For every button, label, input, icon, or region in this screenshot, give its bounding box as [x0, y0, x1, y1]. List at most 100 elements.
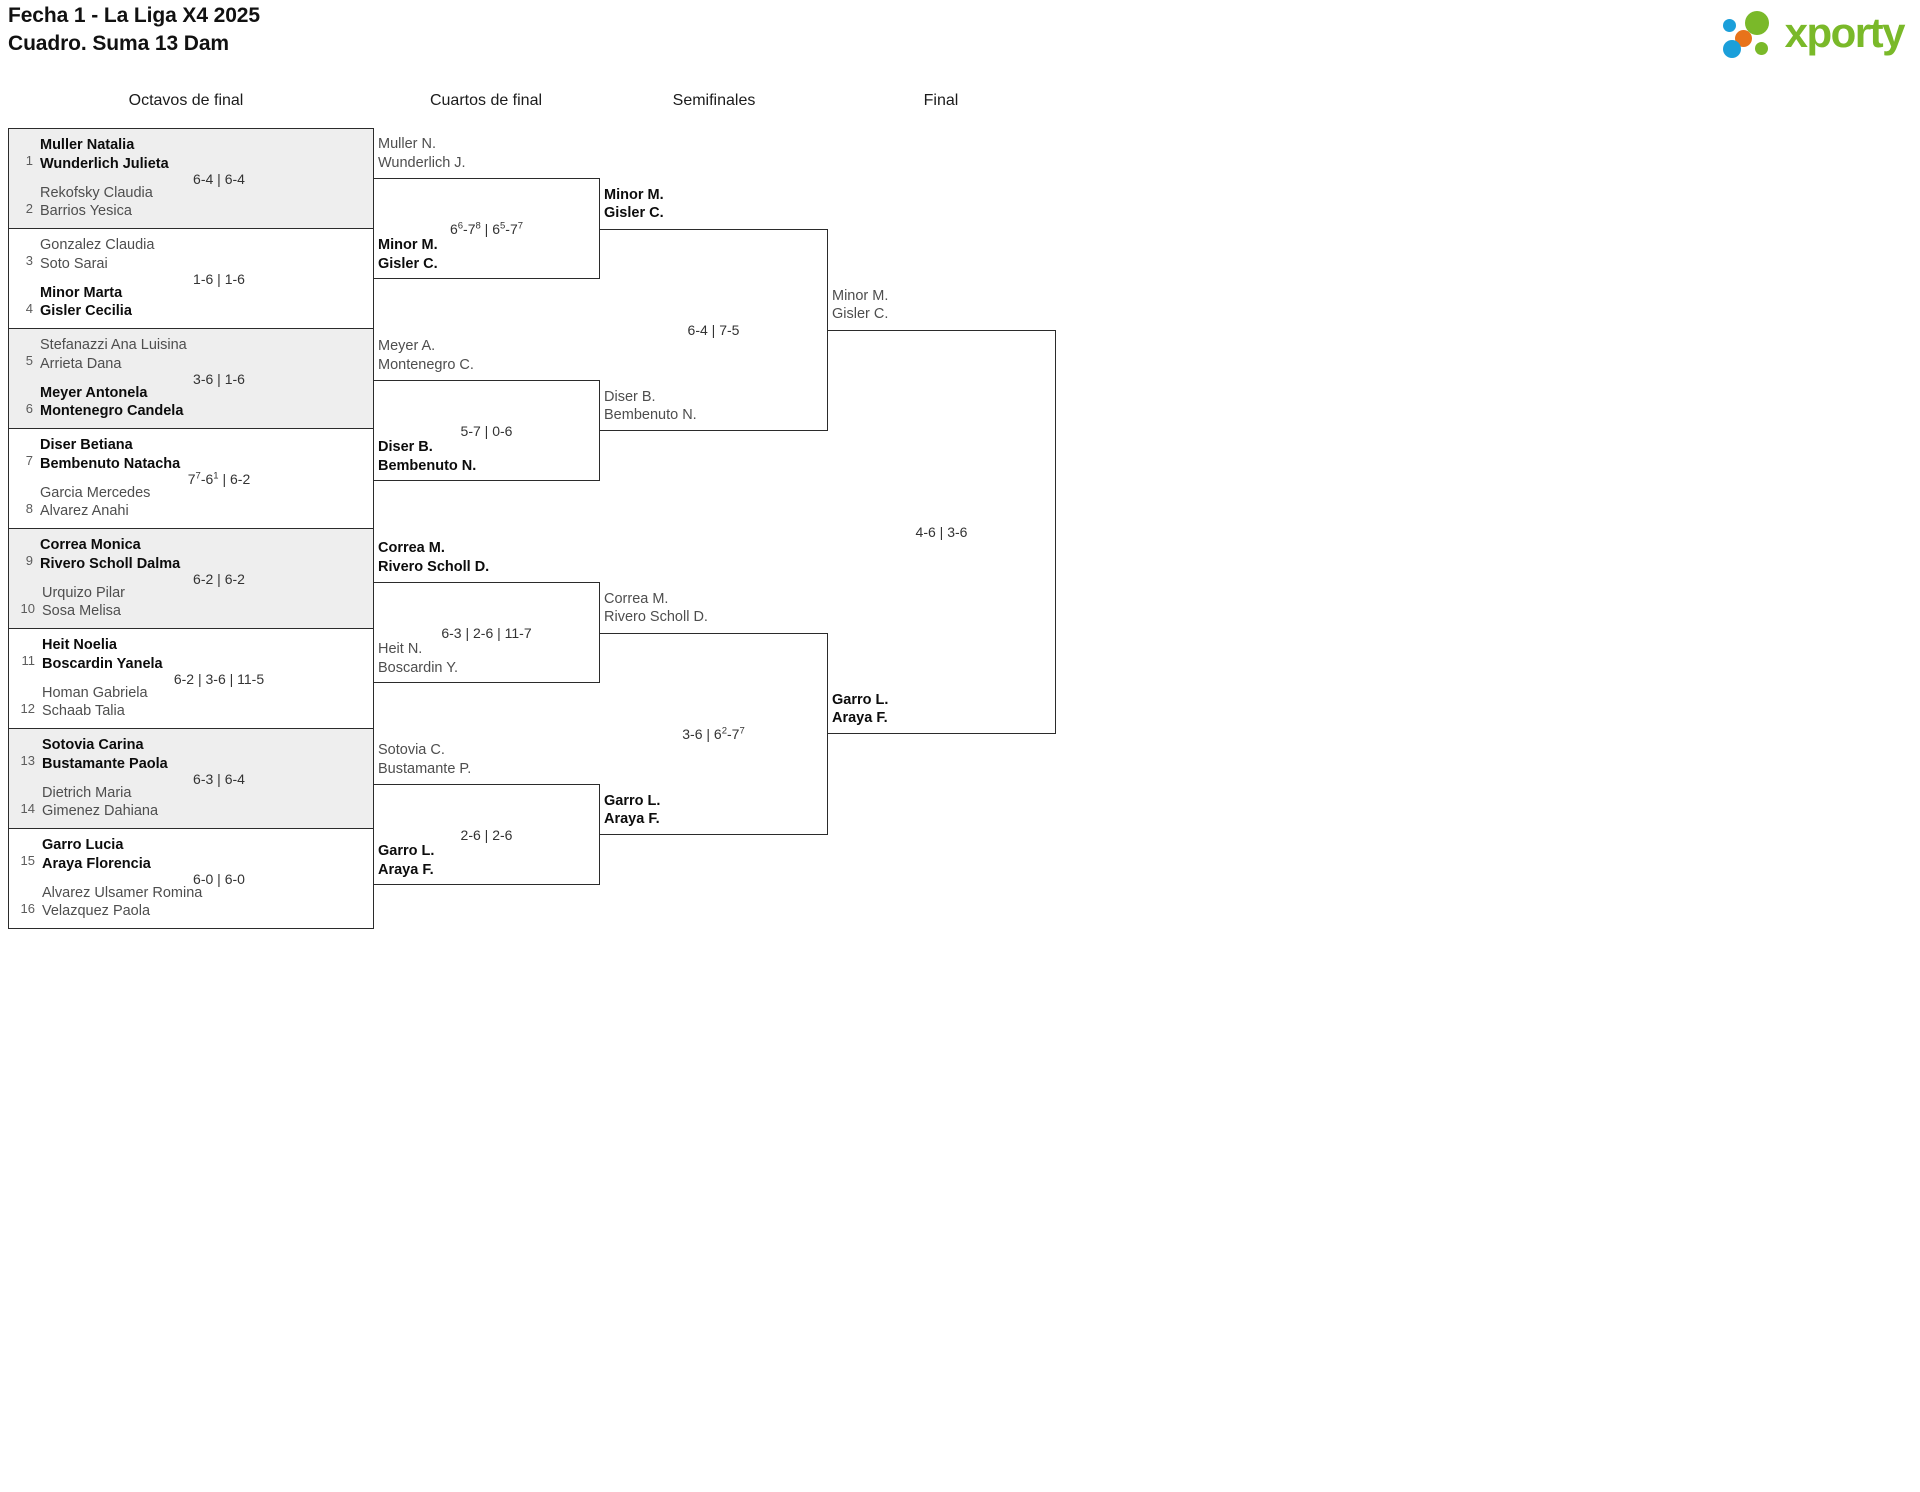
seed-number: 2: [25, 200, 33, 216]
player-name-2: Araya F.: [832, 710, 888, 727]
player-name-1: Garro L.: [378, 843, 435, 859]
logo-dot-green-small: [1754, 42, 1768, 55]
seed-number: 8: [25, 500, 33, 516]
seed-number: 3: [25, 253, 33, 268]
round3-team[interactable]: Diser B.Bembenuto N.: [604, 388, 697, 425]
match-score: 66-78 | 65-77: [449, 219, 524, 237]
round2-bracket-box[interactable]: 66-78 | 65-77: [374, 178, 600, 279]
player-name-2: Wunderlich Julieta: [40, 155, 169, 172]
seed-number: 16: [20, 900, 35, 916]
round4-team[interactable]: Minor M.Gisler C.: [832, 287, 888, 324]
seed-number: 1: [25, 153, 33, 168]
player-name-1: Alvarez Ulsamer Romina: [42, 884, 203, 901]
player-name-2: Soto Sarai: [40, 255, 108, 272]
player-name-2: Boscardin Yanela: [42, 655, 163, 672]
player-name-2: Bembenuto N.: [604, 407, 697, 424]
round2-bracket-box[interactable]: 6-3 | 2-6 | 11-7: [374, 582, 600, 683]
player-name-1: Stefanazzi Ana Luisina: [40, 337, 187, 353]
logo-dots: [1722, 9, 1781, 58]
player-name-1: Sotovia Carina: [42, 737, 144, 753]
round2-team[interactable]: Heit N.Boscardin Y.: [378, 640, 458, 677]
player-name-1: Minor M.: [604, 186, 664, 203]
round3-team[interactable]: Correa M.Rivero Scholl D.: [604, 590, 708, 627]
round3-bracket-box[interactable]: 3-6 | 62-77: [600, 632, 828, 835]
player-name-1: Sotovia C.: [378, 742, 445, 758]
round2-team[interactable]: Sotovia C.Bustamante P.: [378, 741, 471, 778]
player-name-2: Araya F.: [378, 861, 434, 878]
round3-team[interactable]: Minor M. Gisler C.: [604, 186, 664, 223]
round2-team[interactable]: Garro L. Araya F.: [378, 842, 434, 879]
seed-number: 5: [25, 353, 33, 368]
player-name-2: Gisler C.: [604, 205, 664, 222]
round-header-octavos: Octavos de final: [128, 92, 244, 109]
round2-team[interactable]: Diser B.Bembenuto N.: [378, 438, 476, 475]
player-name-1: Garro L.: [832, 691, 889, 708]
player-name-2: Montenegro Candela: [40, 403, 184, 420]
player-name-2: Arrieta Dana: [40, 355, 122, 372]
round3-team[interactable]: Garro L.Araya F.: [604, 792, 660, 829]
round2-team[interactable]: Minor M.Gisler C.: [378, 236, 438, 273]
player-name-2: Araya Florencia: [42, 855, 151, 872]
player-name-1: Minor Marta: [40, 284, 123, 301]
match-score: 6-3 | 6-4: [193, 770, 245, 787]
player-name-2: Alvarez Anahi: [40, 503, 129, 520]
player-name-1: Heit Noelia: [42, 637, 117, 653]
round4-bracket-box[interactable]: 4-6 | 3-6: [828, 329, 1056, 734]
round3-bracket-box[interactable]: 6-4 | 7-5: [600, 228, 828, 431]
round2-bracket-box[interactable]: 2-6 | 2-6: [374, 784, 600, 885]
round2-bracket-box[interactable]: 5-7 | 0-6: [374, 380, 600, 481]
player-name-1: Muller Natalia: [40, 137, 135, 153]
seed-number: 12: [20, 700, 35, 716]
round2-team[interactable]: Meyer A.Montenegro C.: [378, 337, 474, 374]
round2-team[interactable]: Correa M.Rivero Scholl D.: [378, 539, 489, 576]
player-name-1: Correa M.: [604, 590, 669, 607]
seed-number: 14: [20, 800, 35, 816]
player-name-1: Minor M.: [832, 287, 889, 304]
title-line-1: Fecha 1 - La Liga X4 2025: [8, 4, 260, 27]
round2-team[interactable]: Muller N. Wunderlich J.: [378, 135, 466, 172]
player-name-1: Correa M.: [378, 540, 445, 556]
player-name-2: Araya F.: [604, 811, 660, 828]
round4-team[interactable]: Garro L. Araya F.: [832, 691, 888, 728]
page-title: Fecha 1 - La Liga X4 2025 Cuadro. Suma 1…: [8, 2, 260, 57]
player-name-2: Gimenez Dahiana: [42, 803, 159, 820]
player-name-1: Diser Betiana: [40, 437, 133, 453]
player-name-2: Boscardin Y.: [378, 659, 459, 676]
player-name-2: Wunderlich J.: [378, 154, 466, 171]
player-name-2: Velazquez Paola: [42, 903, 151, 920]
player-name-1: Diser B.: [378, 439, 433, 455]
player-name-1: Muller N.: [378, 136, 437, 152]
